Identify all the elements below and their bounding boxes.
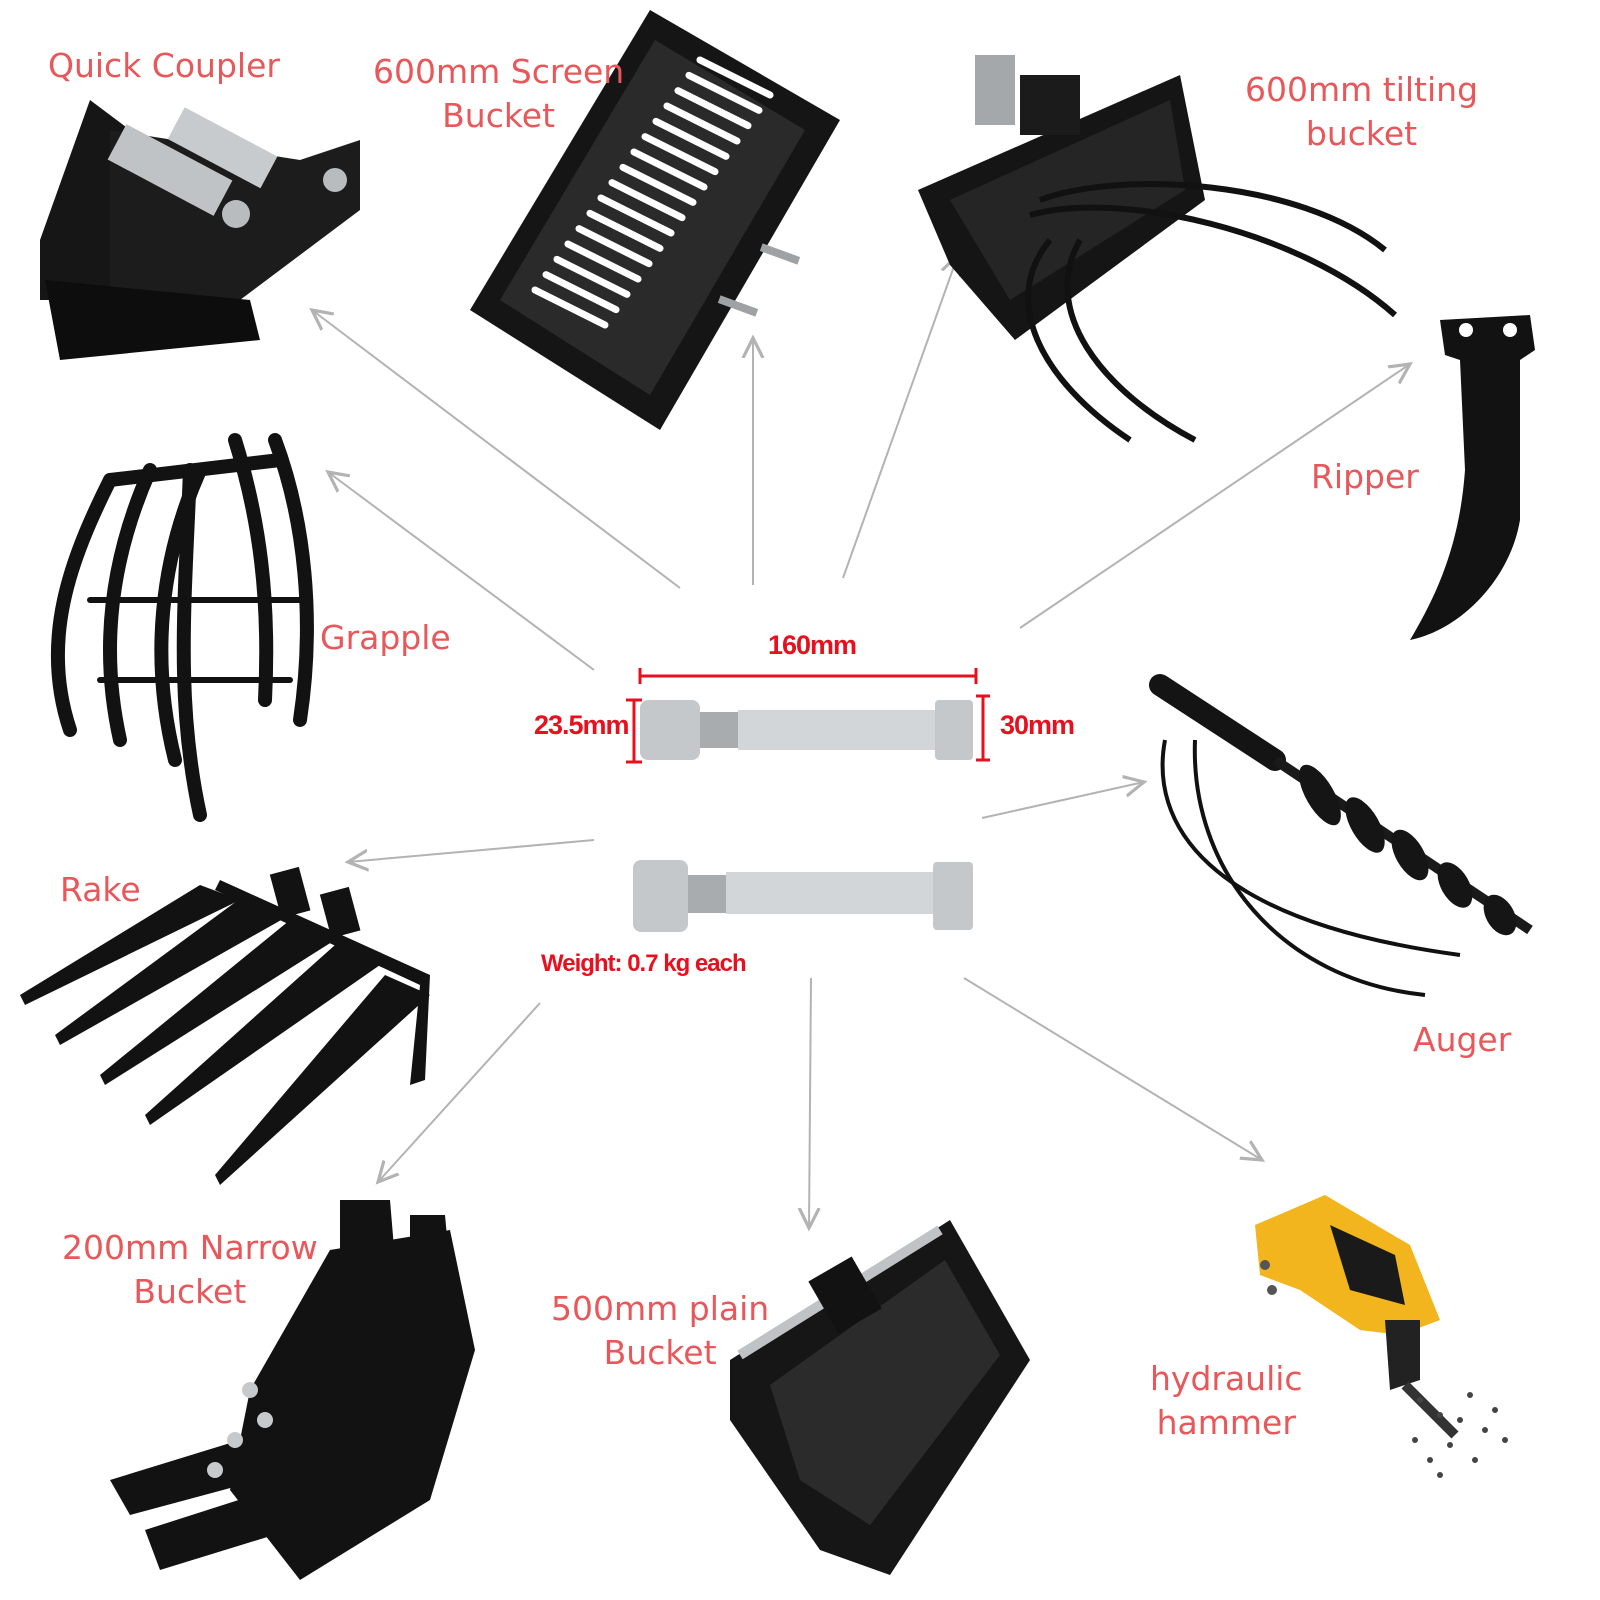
ripper-image bbox=[1410, 315, 1535, 640]
arrow-rake bbox=[348, 839, 595, 862]
rake-image bbox=[20, 866, 430, 1185]
debris-chip bbox=[1457, 1417, 1463, 1423]
quick-coupler-image bbox=[40, 100, 360, 360]
screen-bucket-image bbox=[470, 10, 840, 430]
label-hydraulic-hammer-line2: hammer bbox=[1156, 1403, 1296, 1442]
debris-chip bbox=[1412, 1437, 1418, 1443]
auger-flight bbox=[1345, 797, 1385, 853]
arrow-plain-bucket bbox=[809, 977, 811, 1228]
tilting-bucket-image bbox=[918, 55, 1397, 443]
label-auger: Auger bbox=[1413, 1020, 1512, 1059]
auger-flight bbox=[1437, 862, 1473, 908]
pin-head-dimension-label: 30mm bbox=[1000, 710, 1075, 740]
arrow-hammer bbox=[963, 977, 1262, 1160]
debris-chip bbox=[1427, 1457, 1433, 1463]
debris-chip bbox=[1482, 1427, 1488, 1433]
pin-top-image bbox=[640, 700, 973, 760]
screen-slot bbox=[652, 117, 730, 160]
label-screen-bucket-line1: 600mm Screen bbox=[373, 52, 625, 91]
label-ripper: Ripper bbox=[1311, 457, 1419, 496]
arrow-ripper bbox=[1019, 364, 1410, 629]
label-hydraulic-hammer-line1: hydraulic bbox=[1150, 1359, 1303, 1398]
auger-flight bbox=[1299, 764, 1341, 826]
screen-slot bbox=[696, 56, 774, 99]
label-quick-coupler: Quick Coupler bbox=[48, 46, 280, 85]
screen-slot bbox=[674, 87, 752, 130]
screen-slot bbox=[630, 148, 708, 191]
arrow-narrow-bucket bbox=[378, 1002, 541, 1182]
pin-weight-label: Weight: 0.7 kg each bbox=[541, 950, 747, 977]
arrow-auger bbox=[981, 782, 1144, 819]
pin-length-label: 160mm bbox=[768, 630, 857, 660]
narrow-bucket-image bbox=[110, 1200, 475, 1580]
grapple-image bbox=[50, 433, 314, 822]
screen-slot bbox=[663, 102, 741, 145]
label-rake: Rake bbox=[60, 870, 141, 909]
label-plain-bucket: 500mm plain Bucket bbox=[551, 1287, 769, 1375]
pin-nut-dimension-label: 23.5mm bbox=[534, 710, 630, 740]
debris-chip bbox=[1492, 1407, 1498, 1413]
label-narrow-bucket: 200mm Narrow Bucket bbox=[62, 1226, 318, 1314]
auger-image bbox=[1149, 674, 1533, 997]
debris-chip bbox=[1447, 1442, 1453, 1448]
screen-slot bbox=[575, 225, 653, 268]
label-screen-bucket: 600mm Screen Bucket bbox=[373, 50, 624, 138]
label-tilting-bucket: 600mm tilting bucket bbox=[1245, 68, 1478, 156]
debris-chip bbox=[1437, 1412, 1443, 1418]
screen-slot bbox=[564, 240, 642, 283]
screen-slot bbox=[542, 271, 620, 314]
label-narrow-bucket-line2: Bucket bbox=[133, 1272, 247, 1311]
debris-chip bbox=[1472, 1457, 1478, 1463]
debris-chip bbox=[1502, 1437, 1508, 1443]
auger-flight bbox=[1391, 829, 1429, 881]
label-screen-bucket-line2: Bucket bbox=[442, 96, 556, 135]
debris-chip bbox=[1417, 1397, 1423, 1403]
label-grapple: Grapple bbox=[320, 618, 451, 657]
plain-bucket-image bbox=[730, 1220, 1030, 1575]
screen-slot bbox=[641, 133, 719, 176]
hydraulic-hammer-image bbox=[1255, 1195, 1508, 1478]
arrow-quick-coupler bbox=[312, 310, 681, 589]
screen-slot bbox=[608, 179, 686, 222]
screen-slot bbox=[619, 163, 697, 206]
label-narrow-bucket-line1: 200mm Narrow bbox=[62, 1228, 318, 1267]
debris-chip bbox=[1437, 1472, 1443, 1478]
screen-slot bbox=[685, 71, 763, 114]
auger-flight bbox=[1483, 894, 1517, 936]
arrow-grapple bbox=[328, 472, 595, 671]
debris-chip bbox=[1467, 1392, 1473, 1398]
dimension-lines bbox=[626, 668, 990, 764]
label-plain-bucket-line2: Bucket bbox=[603, 1333, 717, 1372]
screen-slot bbox=[531, 286, 609, 329]
label-plain-bucket-line1: 500mm plain bbox=[551, 1289, 770, 1328]
pin-bottom-image bbox=[633, 860, 973, 932]
screen-slot bbox=[553, 255, 631, 298]
arrow-tilting-bucket bbox=[842, 255, 958, 579]
screen-slot bbox=[597, 194, 675, 237]
label-tilting-bucket-line2: bucket bbox=[1305, 114, 1418, 153]
screen-slot bbox=[586, 209, 664, 252]
label-hydraulic-hammer: hydraulic hammer bbox=[1150, 1357, 1303, 1445]
label-tilting-bucket-line1: 600mm tilting bbox=[1245, 70, 1479, 109]
